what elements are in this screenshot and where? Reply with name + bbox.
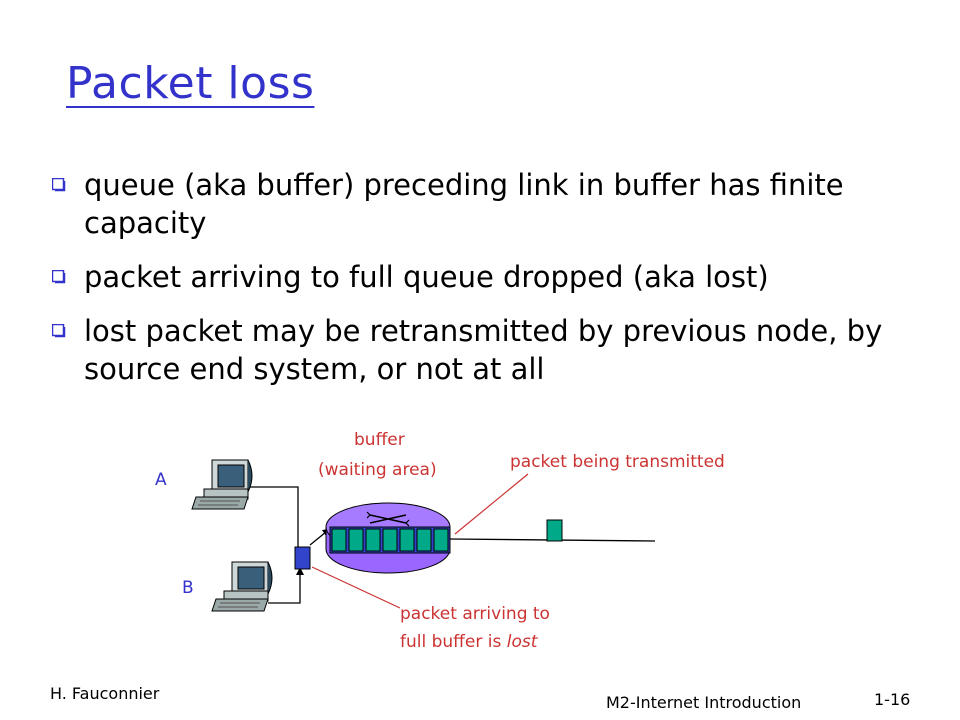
checkbox-bullet-icon xyxy=(52,270,66,284)
queued-packet xyxy=(399,528,415,552)
bullet-list: queue (aka buffer) preceding link in buf… xyxy=(50,166,930,404)
computer-b-icon xyxy=(211,561,273,612)
lost-label-prefix: full buffer is xyxy=(400,632,507,652)
bullet-text: packet arriving to full queue dropped (a… xyxy=(84,260,769,294)
bullet-item: lost packet may be retransmitted by prev… xyxy=(50,312,930,388)
transmitted-packet xyxy=(546,519,563,542)
bullet-text: lost packet may be retransmitted by prev… xyxy=(84,314,883,386)
footer-course: M2-Internet Introduction xyxy=(606,693,802,712)
buffer-queue xyxy=(329,526,451,554)
checkbox-bullet-icon xyxy=(52,178,66,192)
slide-title: Packet loss xyxy=(66,58,315,109)
transmitted-label: packet being transmitted xyxy=(510,452,725,472)
transmitted-callout-line xyxy=(454,473,529,535)
footer-author: H. Fauconnier xyxy=(50,684,160,703)
arriving-packet xyxy=(294,546,311,570)
host-a-label: A xyxy=(155,470,167,490)
queued-packet xyxy=(382,528,398,552)
bullet-item: queue (aka buffer) preceding link in buf… xyxy=(50,166,930,242)
queued-packet xyxy=(433,528,449,552)
queued-packet xyxy=(416,528,432,552)
buffer-label-line1: buffer xyxy=(354,430,405,450)
lost-label-line1: packet arriving to xyxy=(400,604,550,624)
footer-page-number: 1-16 xyxy=(874,690,911,709)
queued-packet xyxy=(365,528,381,552)
checkbox-bullet-icon xyxy=(52,324,66,338)
lost-callout-line xyxy=(311,566,401,609)
bullet-item: packet arriving to full queue dropped (a… xyxy=(50,258,930,296)
bullet-text: queue (aka buffer) preceding link in buf… xyxy=(84,168,844,240)
host-b-label: B xyxy=(182,578,194,598)
lost-label-line2: full buffer is lost xyxy=(400,632,537,652)
queued-packet xyxy=(348,528,364,552)
lost-label-emphasis: lost xyxy=(506,632,538,652)
computer-a-icon xyxy=(191,459,253,510)
buffer-label-line2: (waiting area) xyxy=(318,460,437,480)
queued-packet xyxy=(331,528,347,552)
